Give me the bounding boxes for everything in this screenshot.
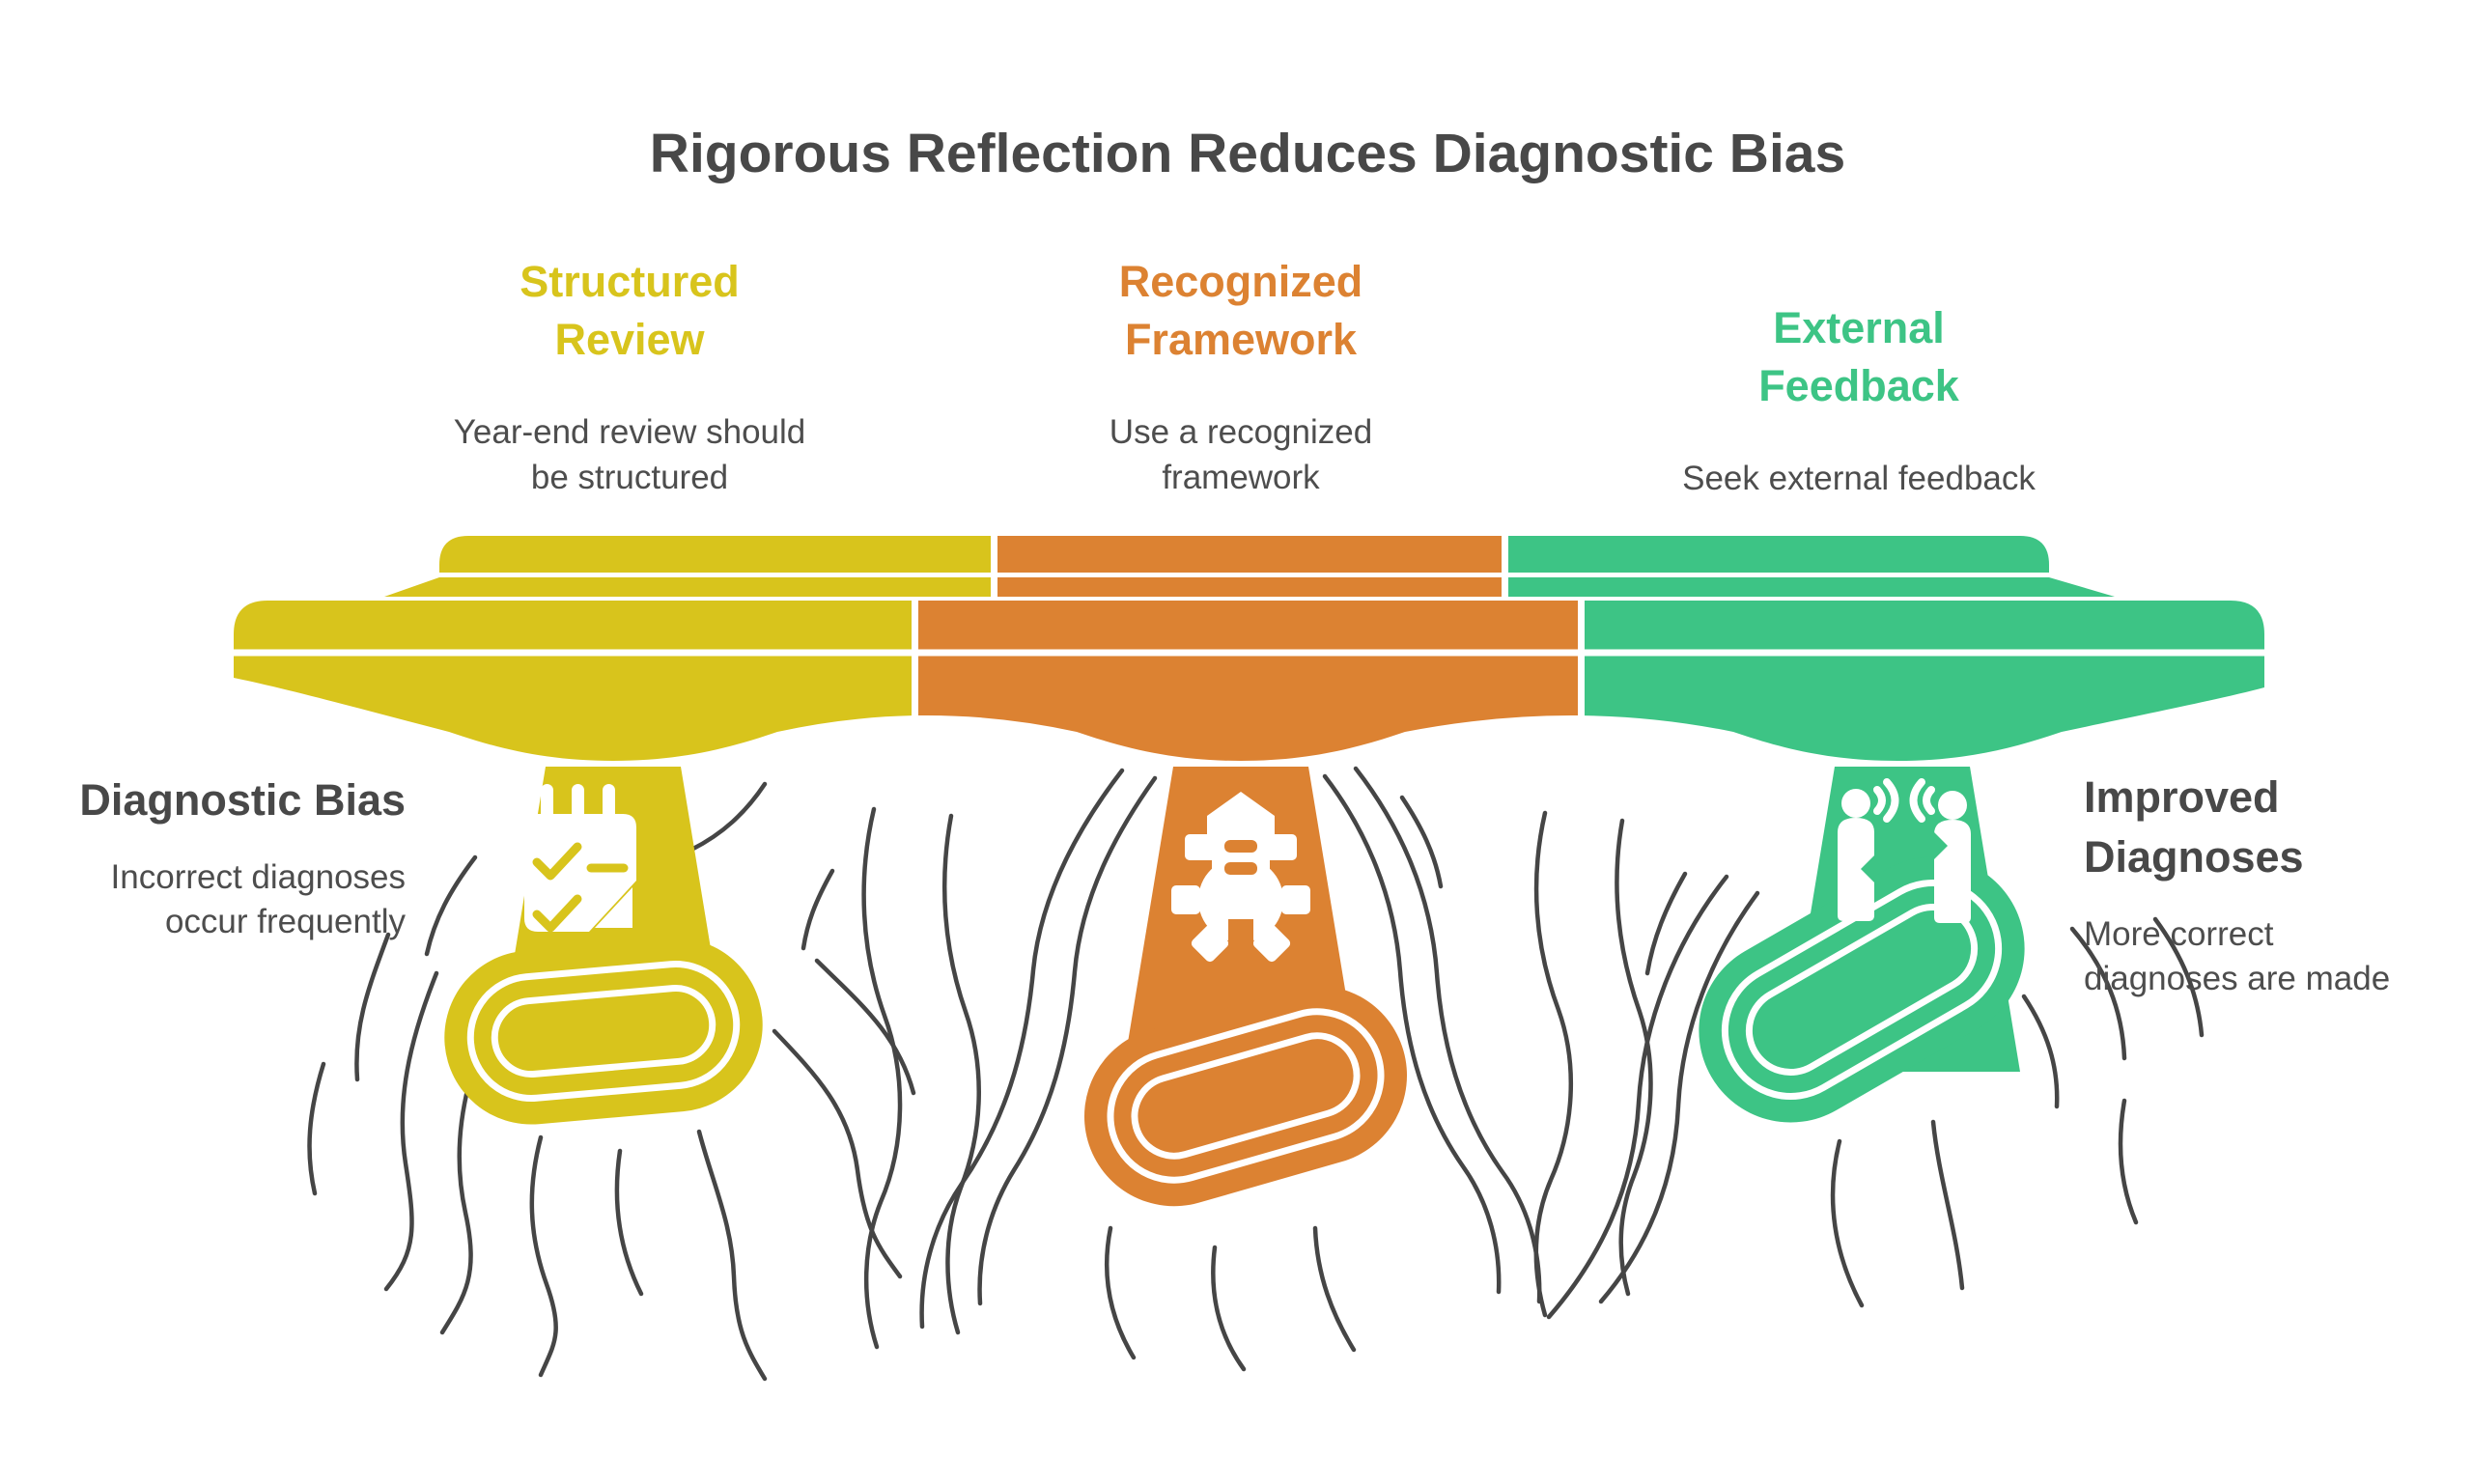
framework-gear-icon <box>1171 792 1310 963</box>
column-description: Year-end review should be structured <box>453 413 806 496</box>
column-description: Seek external feedback <box>1682 460 2036 497</box>
side-title: Diagnostic Bias <box>79 775 406 825</box>
bridge-back-deck <box>384 536 2115 597</box>
side-title: Improved Diagnoses <box>2084 772 2304 882</box>
pillar-recognized-framework <box>1083 767 1408 1207</box>
column-recognized-framework: Recognized Framework Use a recognized fr… <box>932 253 1550 500</box>
bridge-front-deck <box>234 601 2264 761</box>
label-diagnostic-bias: Diagnostic Bias Incorrect diagnoses occu… <box>0 770 406 944</box>
label-improved-diagnoses: Improved Diagnoses More correct diagnose… <box>2084 768 2470 1001</box>
column-description: Use a recognized framework <box>1109 413 1373 496</box>
page-title: Rigorous Reflection Reduces Diagnostic B… <box>649 123 1846 184</box>
column-external-feedback: External Feedback Seek external feedback <box>1550 299 2168 501</box>
side-description: Incorrect diagnoses occur frequently <box>110 858 406 940</box>
water-lines <box>307 766 2205 1382</box>
conversation-icon <box>1838 778 1971 923</box>
side-description: More correct diagnoses are made <box>2084 915 2391 997</box>
pillar-external-feedback <box>1699 767 2025 1123</box>
column-title: Structured Review <box>520 257 740 364</box>
checklist-icon <box>524 784 636 933</box>
column-title: Recognized Framework <box>1118 257 1363 364</box>
column-structured-review: Structured Review Year-end review should… <box>321 253 939 500</box>
column-title: External Feedback <box>1758 303 1959 410</box>
pillar-structured-review <box>444 767 763 1125</box>
